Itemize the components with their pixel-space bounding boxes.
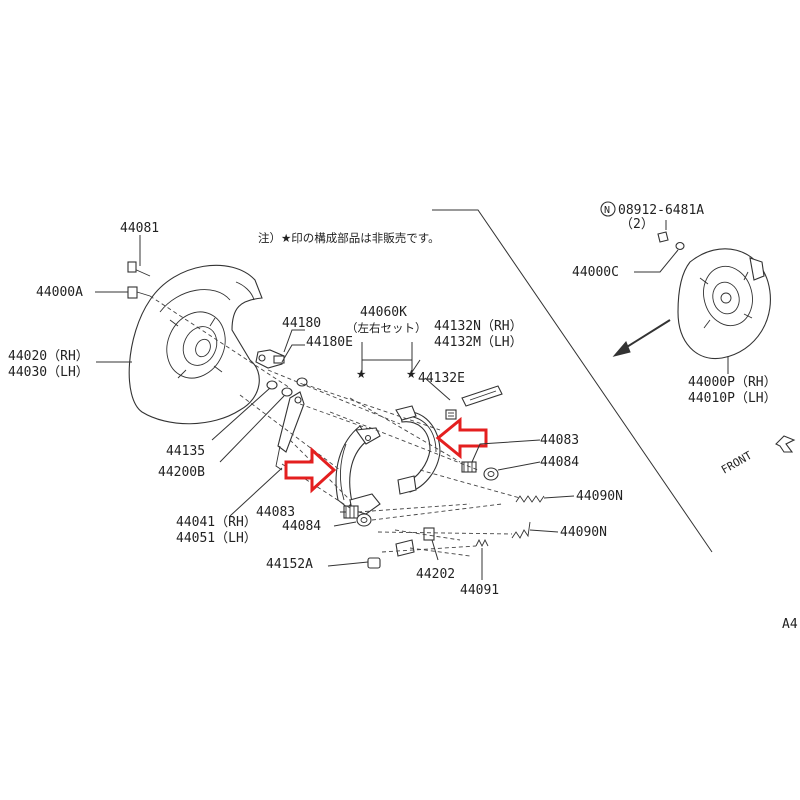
n-mark: N <box>604 205 610 216</box>
washer-44000C <box>675 241 685 251</box>
label-44180: 44180 <box>282 316 321 331</box>
label-44132M: 44132M（LH） <box>434 335 523 350</box>
label-44090N-upper: 44090N <box>576 489 623 504</box>
cup-44084-right <box>483 467 499 481</box>
divider-line <box>432 209 713 553</box>
backing-plate-left <box>128 264 263 425</box>
direction-arrow <box>612 319 671 357</box>
label-08912: 08912-6481A <box>618 203 704 218</box>
spring-44083-left <box>343 505 359 519</box>
label-44200B: 44200B <box>158 465 205 480</box>
label-44135: 44135 <box>166 444 205 459</box>
bolt-44081 <box>127 261 151 277</box>
label-44081: 44081 <box>120 221 159 236</box>
label-44084-left: 44084 <box>282 519 321 534</box>
washer-44135 <box>266 380 278 390</box>
note-text: 注）★印の構成部品は非販売です。 <box>258 231 440 245</box>
washer-44200B <box>281 387 293 397</box>
spring-44083-right <box>461 461 477 473</box>
label-44060K: 44060K <box>360 305 407 320</box>
red-arrow-left-icon <box>435 416 488 460</box>
front-arrow-icon <box>775 435 796 453</box>
label-44051: 44051（LH） <box>176 531 257 546</box>
strut-44132 <box>461 385 503 407</box>
nut-44000A <box>127 286 151 299</box>
red-arrow-right-icon <box>284 446 337 494</box>
label-44083-right: 44083 <box>540 433 579 448</box>
adjuster-44180 <box>255 349 285 369</box>
spring-44090N-upper <box>515 495 545 503</box>
label-44152A: 44152A <box>266 557 313 572</box>
label-08912-qty: （2） <box>620 217 654 232</box>
label-44180E: 44180E <box>306 335 353 350</box>
cup-44084-left <box>356 513 372 527</box>
n-circle-icon <box>600 201 616 217</box>
label-44091: 44091 <box>460 583 499 598</box>
backing-plate-right <box>677 248 771 360</box>
nut-08912 <box>657 231 669 243</box>
label-44020: 44020（RH） <box>8 349 89 364</box>
pin-44202 <box>395 527 435 557</box>
lever-44041 <box>275 391 305 471</box>
corner-label: A4 <box>782 617 798 632</box>
adjuster-44132E <box>445 409 457 420</box>
label-44010P: 44010P（LH） <box>688 391 777 406</box>
front-label: FRONT <box>719 449 755 477</box>
brake-shoe-right <box>395 405 441 495</box>
label-44084-right: 44084 <box>540 455 579 470</box>
spring-44090N-lower <box>511 521 531 539</box>
label-44083-left: 44083 <box>256 505 295 520</box>
spring-44091 <box>475 538 489 548</box>
label-44041: 44041（RH） <box>176 515 257 530</box>
star-marker-left: ★ <box>356 367 366 381</box>
label-44060K-note: （左右セット） <box>346 321 427 335</box>
label-44000C: 44000C <box>572 265 619 280</box>
pin-44152A <box>367 557 381 569</box>
label-44090N-lower: 44090N <box>560 525 607 540</box>
label-44030: 44030（LH） <box>8 365 89 380</box>
label-44202: 44202 <box>416 567 455 582</box>
star-marker-right: ★ <box>406 367 416 381</box>
label-44000A: 44000A <box>36 285 83 300</box>
brake-shoe-left <box>335 425 381 515</box>
label-44000P: 44000P（RH） <box>688 375 777 390</box>
label-44132N: 44132N（RH） <box>434 319 523 334</box>
leader-lines <box>95 220 729 580</box>
label-44132E: 44132E <box>418 371 465 386</box>
